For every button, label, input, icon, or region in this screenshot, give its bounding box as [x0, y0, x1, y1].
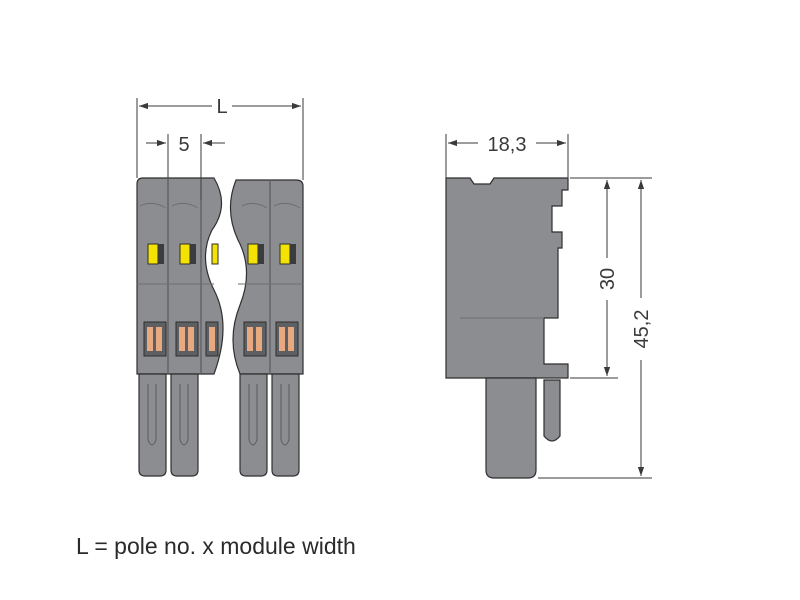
housing-ridges: [137, 202, 303, 285]
dimension-pitch: 5: [146, 134, 225, 200]
side-latch: [543, 379, 561, 442]
pin-slots: [147, 384, 290, 446]
dimension-L-label: L: [216, 96, 227, 118]
connector-pins: [138, 373, 300, 477]
dimension-depth: 18,3: [445, 134, 569, 178]
dimension-body-height: 30: [570, 177, 619, 379]
caption: L = pole no. x module width: [76, 533, 356, 559]
dimension-total-height-label: 45,2: [631, 310, 653, 349]
latch-indicators: [147, 243, 296, 265]
dimension-L: L: [136, 96, 304, 180]
contact-windows: [143, 321, 299, 357]
side-housing: [445, 177, 569, 379]
pole-separators: [167, 178, 271, 374]
side-view: 18,3 30 45,2: [445, 134, 653, 479]
dimension-total-height: 45,2: [538, 177, 653, 479]
dimension-body-height-label: 30: [597, 268, 619, 290]
dimension-depth-label: 18,3: [488, 134, 527, 156]
dimension-pitch-label: 5: [178, 134, 189, 156]
side-pin: [485, 377, 537, 479]
front-view: L 5: [136, 96, 304, 477]
